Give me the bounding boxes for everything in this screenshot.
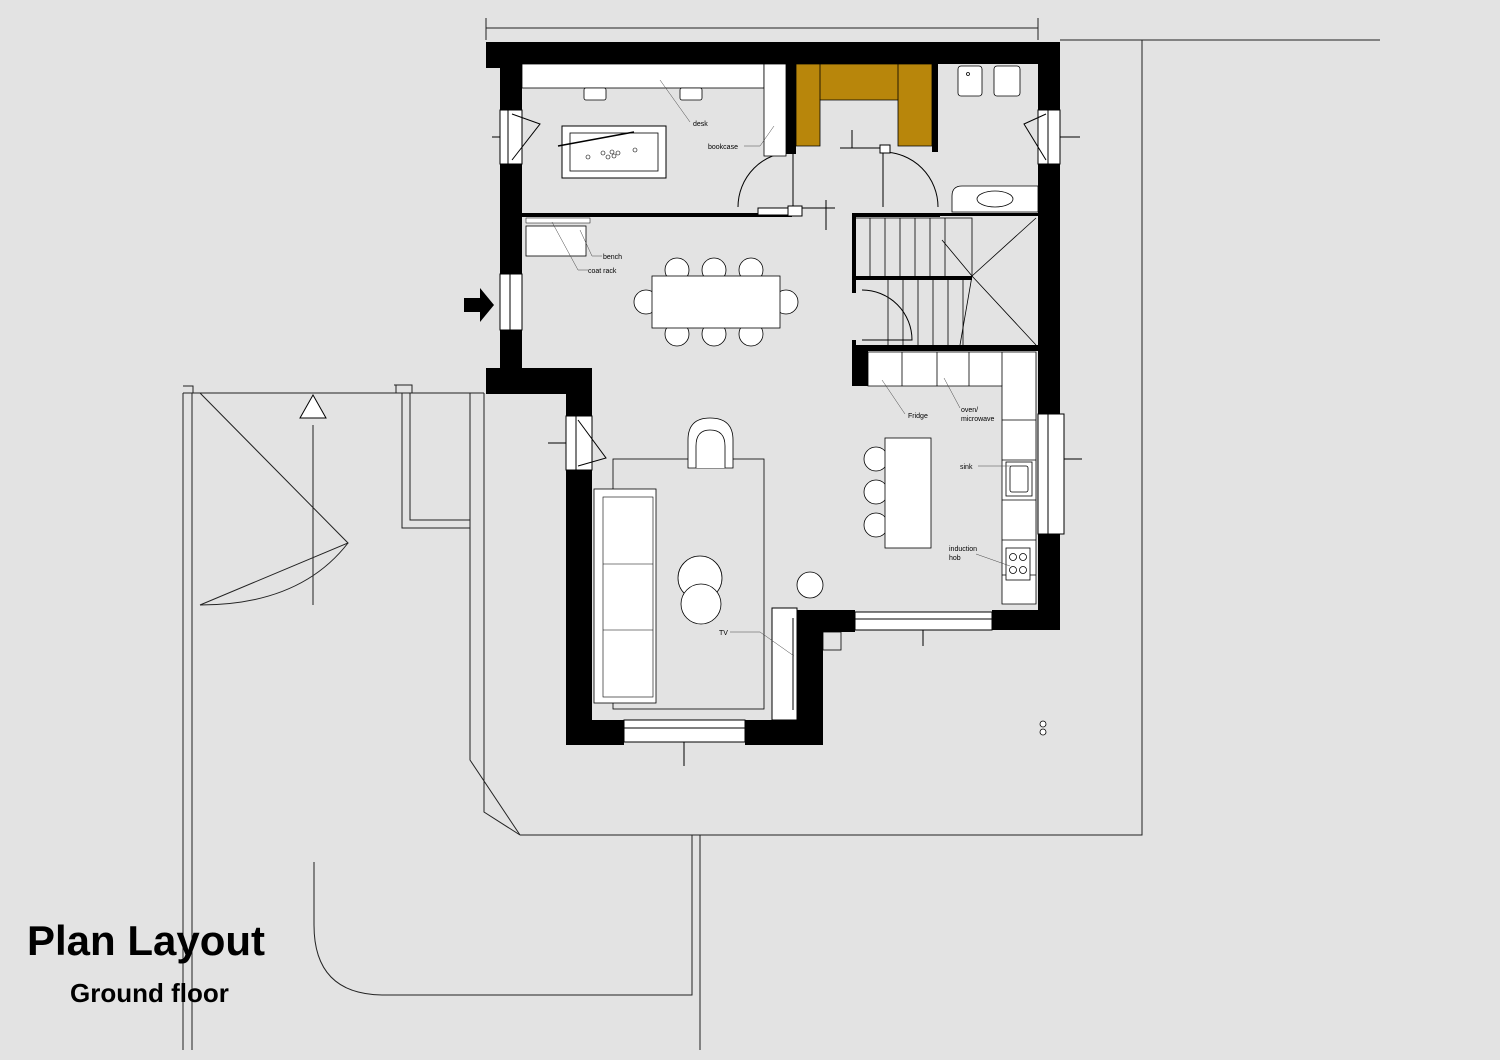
- label-microwave: microwave: [961, 416, 995, 423]
- walls: [486, 42, 1060, 745]
- entrance-arrow-icon: [464, 288, 494, 322]
- wardrobe: [795, 63, 933, 147]
- bar-stools: [863, 446, 889, 538]
- label-sink: sink: [960, 464, 973, 471]
- label-bench: bench: [603, 254, 622, 261]
- windows: [499, 109, 1065, 743]
- dining-area: [525, 217, 799, 347]
- study-room: [521, 63, 787, 179]
- label-bookcase: bookcase: [708, 144, 738, 151]
- kitchen: [863, 351, 1037, 605]
- induction-hob: [1005, 547, 1031, 581]
- window-leaves: [492, 113, 1082, 766]
- label-oven: oven/: [961, 407, 978, 414]
- triangle-arrow-icon: [299, 393, 327, 419]
- dining-table: [651, 275, 781, 329]
- leader-lines: [551, 79, 1014, 657]
- label-hob: hob: [949, 555, 961, 562]
- desk: [521, 63, 765, 89]
- coffee-tables: [677, 555, 824, 625]
- doors: [737, 130, 939, 341]
- label-coat-rack: coat rack: [588, 268, 617, 275]
- desk-chairs: [583, 87, 703, 101]
- site-outline: [182, 18, 1380, 1050]
- label-tv: TV: [719, 630, 728, 637]
- bench: [525, 225, 587, 257]
- kitchen-island: [884, 437, 932, 549]
- pool-table: [557, 125, 667, 179]
- page-subtitle: Ground floor: [70, 978, 229, 1008]
- label-desk: desk: [693, 121, 708, 128]
- bookcase: [763, 63, 787, 157]
- staircase: [856, 217, 1037, 346]
- outdoor-fixture: [1039, 720, 1047, 736]
- armchair: [687, 417, 734, 469]
- bathroom: [951, 65, 1039, 213]
- label-induction: induction: [949, 546, 977, 553]
- page-title: Plan Layout: [27, 917, 265, 964]
- label-fridge: Fridge: [908, 413, 928, 420]
- living-room: [593, 417, 824, 710]
- coat-rack: [525, 217, 591, 224]
